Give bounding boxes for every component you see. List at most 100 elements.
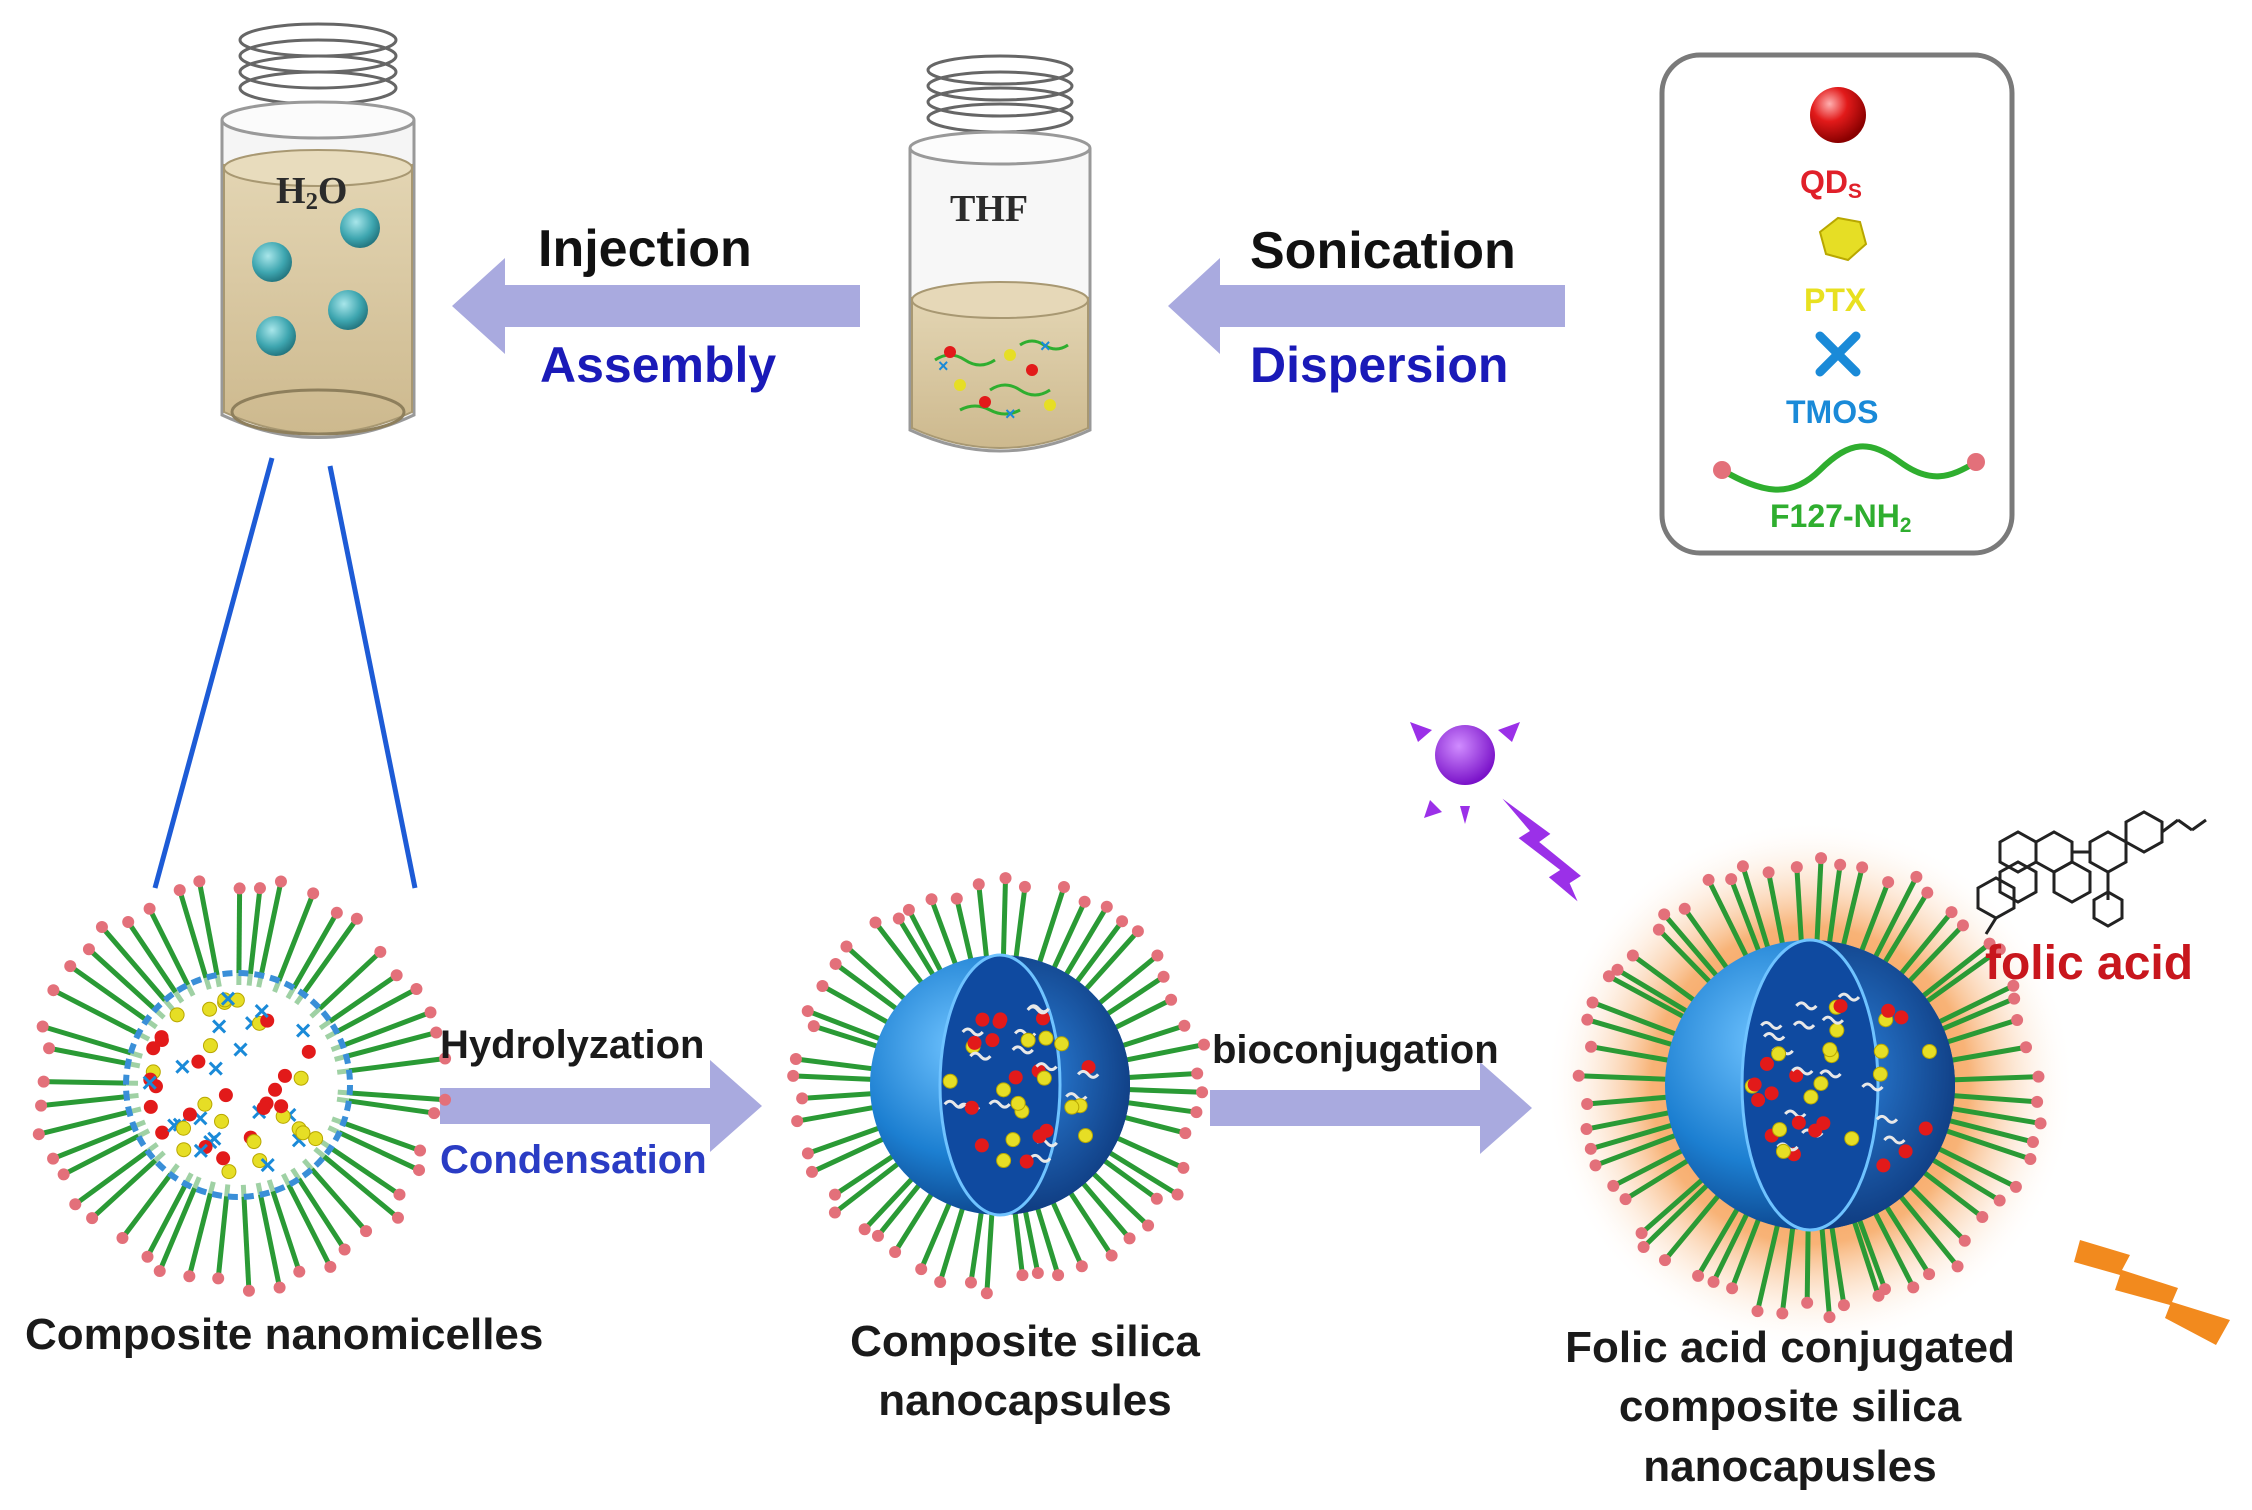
silica-network [1762,1032,1786,1042]
polymer-chain [1915,1165,1984,1219]
amine-end-cap [796,1092,809,1105]
amine-end-cap [1837,1299,1850,1312]
polymer-chain [43,1079,139,1086]
polymer-chain [1854,1210,1888,1290]
amine-end-cap [1801,1296,1814,1309]
silica-network [1077,1069,1100,1079]
polymer-chain [1590,1120,1682,1152]
amine-end-cap [1951,1260,1964,1273]
polymer-chain [318,973,399,1031]
polymer-chain [929,898,961,974]
amine-end-cap [1815,852,1828,865]
quantum-dot [1833,999,1848,1014]
amine-end-cap [1882,876,1895,889]
silica-network [1791,1066,1814,1076]
amine-end-cap [2020,1041,2033,1054]
polymer-chain [337,1089,446,1103]
amine-end-cap [428,1107,441,1120]
legend-ptx-label: PTX [1804,282,1867,318]
quantum-dot [182,1107,197,1122]
amine-end-cap [805,1165,818,1178]
polymer-chain [285,911,340,1000]
tmos-molecule [220,991,236,1006]
quantum-dot [1008,1070,1023,1085]
capsule-core-contents [942,1004,1100,1169]
amine-end-cap [801,1147,814,1160]
ptx-molecule [1844,1131,1860,1147]
polymer-chain [984,1204,995,1294]
polymer-chain [1940,1115,2034,1145]
amine-end-cap [2009,1180,2022,1193]
quantum-dot [218,1088,233,1103]
polymer-chain [1011,1203,1025,1276]
polymer-chain [1878,891,1930,972]
caption-nanomicelles: Composite nanomicelles [25,1310,544,1359]
amine-end-cap [1585,1040,1598,1053]
amine-end-cap [1635,1227,1648,1240]
amine-end-cap [829,957,842,970]
polymer-chain [1930,983,2015,1029]
polymer-chain [1594,1130,1685,1168]
amine-end-cap [915,1263,928,1276]
polymer-chain [196,880,222,988]
amine-end-cap [57,1168,70,1181]
amine-end-cap [858,1223,871,1236]
polymer-chain [1078,929,1140,998]
amine-end-cap [1190,1106,1203,1119]
folic-acid-label: folic acid [1985,937,2194,990]
polymer-chain [240,1184,252,1291]
amine-end-cap [1619,1193,1632,1206]
polymer-chain [1938,1017,2018,1047]
polymer-chain [1729,1210,1765,1290]
ptx-molecule [202,1001,218,1017]
polymer-chain [793,1073,881,1083]
polymer-chain [795,1056,882,1073]
amine-end-cap [840,940,853,953]
amine-end-cap [1983,937,1996,950]
polymer-chain [1869,1204,1916,1289]
silica-network [943,1099,966,1109]
amine-end-cap [2007,979,2020,992]
amine-end-cap [1165,993,1178,1006]
quantum-dot [143,1099,158,1114]
polymer-chain [1000,878,1009,966]
amine-end-cap [1018,880,1031,893]
polymer-chain [806,1008,889,1045]
silica-network [969,1051,992,1061]
amine-end-cap [36,1020,49,1033]
polymer-chain [1063,1184,1114,1257]
polymer-chain [290,1167,347,1251]
quantum-dot [975,1012,990,1027]
polymer-corona [1572,852,2047,1324]
polymer-chain [327,1125,421,1173]
amine-end-cap [1692,1269,1705,1282]
silica-network [1792,1020,1816,1030]
amine-end-cap [82,943,95,956]
quantum-dot [967,1035,982,1050]
legend-box [1659,52,2015,556]
amine-end-cap [1725,873,1738,886]
amine-end-cap [95,920,108,933]
polymer-chain [1115,1112,1186,1136]
amine-end-cap [1856,861,1869,874]
ptx-molecule [1822,1042,1838,1058]
polymer-chain [1825,864,1843,952]
capsule-core-contents [1744,992,1937,1173]
injection-arrow [452,258,860,354]
amine-end-cap [439,1052,452,1065]
tmos-molecule [193,1143,208,1158]
water-vial [220,22,416,439]
amine-end-cap [324,1260,337,1273]
amine-end-cap [47,1152,60,1165]
amine-end-cap [350,912,363,925]
folic-acid-conjugated-nanocapsule [1545,820,2075,1350]
quantum-dot [1894,1010,1909,1025]
amine-end-cap [293,1265,306,1278]
excitation-light-icon [1410,722,1520,824]
polymer-chain [833,1149,902,1197]
polymer-chain [100,925,175,1011]
polymer-chain [873,921,929,992]
amine-end-cap [141,1250,154,1263]
amine-end-cap [1658,1254,1671,1267]
amine-end-cap [360,1225,373,1238]
